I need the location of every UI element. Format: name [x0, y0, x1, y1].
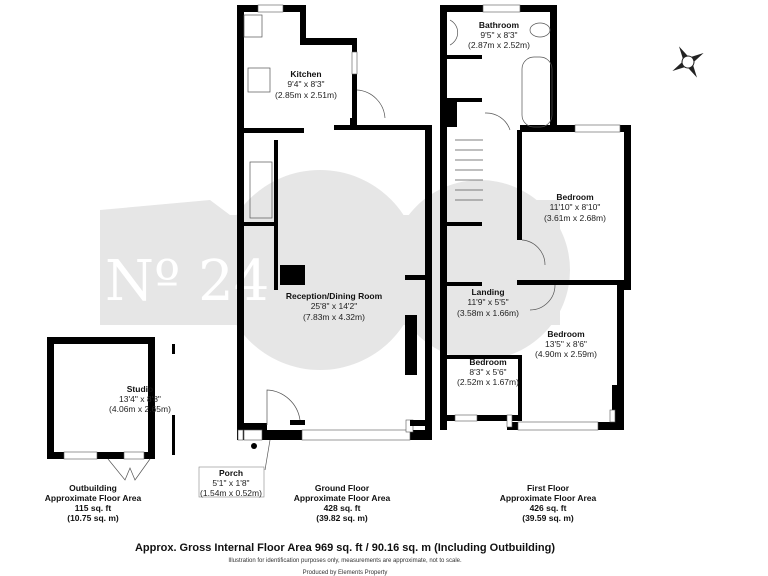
ground-area-sqft: 428 sq. ft [324, 503, 361, 513]
outbuilding-plan [47, 337, 175, 481]
first-area-sqft: 426 sq. ft [530, 503, 567, 513]
bedroom-2-metric: (2.52m x 1.67m) [457, 377, 519, 387]
watermark: Nº 24 [100, 170, 570, 370]
bedroom-1-imperial: 11'10" x 8'10" [550, 202, 601, 212]
compass-rose-icon [672, 46, 704, 78]
porch-imperial: 5'1" x 1'8" [212, 478, 249, 488]
reception-label: Reception/Dining Room [286, 291, 383, 301]
bedroom-3-imperial: 13'5" x 8'6" [545, 339, 587, 349]
ground-area-label: Approximate Floor Area [294, 493, 391, 503]
first-area-title: First Floor [527, 483, 570, 493]
studio-label: Studio [127, 384, 153, 394]
outbuilding-area-sqft: 115 sq. ft [75, 503, 112, 513]
landing-label: Landing [471, 287, 504, 297]
bedroom-1-label: Bedroom [556, 192, 594, 202]
bathroom-imperial: 9'5" x 8'3" [480, 30, 517, 40]
bedroom-2-label: Bedroom [469, 357, 507, 367]
landing-metric: (3.58m x 1.66m) [457, 308, 519, 318]
gross-area: Approx. Gross Internal Floor Area 969 sq… [135, 542, 555, 554]
ground-area-sqm: (39.82 sq. m) [316, 513, 368, 523]
kitchen-label: Kitchen [290, 69, 321, 79]
bedroom-3-label: Bedroom [547, 329, 585, 339]
bedroom-1-metric: (3.61m x 2.68m) [544, 213, 606, 223]
outbuilding-area-label: Approximate Floor Area [45, 493, 142, 503]
bedroom-3-metric: (4.90m x 2.59m) [535, 349, 597, 359]
studio-metric: (4.06m x 2.65m) [109, 404, 171, 414]
bathroom-label: Bathroom [479, 20, 520, 30]
ground-floor-plan [237, 4, 432, 471]
disclaimer: Illustration for identification purposes… [228, 558, 462, 564]
ground-area-title: Ground Floor [315, 483, 370, 493]
studio-imperial: 13'4" x 8'8" [119, 394, 161, 404]
reception-imperial: 25'8" x 14'2" [311, 301, 358, 311]
producer-credit: Produced by Elements Property [303, 570, 388, 576]
kitchen-imperial: 9'4" x 8'3" [287, 79, 324, 89]
bedroom-2-imperial: 8'3" x 5'6" [469, 367, 506, 377]
watermark-text: Nº 24 [105, 249, 269, 314]
kitchen-metric: (2.85m x 2.51m) [275, 90, 337, 100]
outbuilding-area-sqm: (10.75 sq. m) [67, 513, 119, 523]
landing-imperial: 11'9" x 5'5" [467, 297, 508, 307]
outbuilding-area-title: Outbuilding [69, 483, 117, 493]
bathroom-metric: (2.87m x 2.52m) [468, 40, 530, 50]
porch-label: Porch [219, 468, 243, 478]
reception-metric: (7.83m x 4.32m) [303, 312, 365, 322]
first-floor-plan [440, 4, 631, 431]
first-area-label: Approximate Floor Area [500, 493, 597, 503]
porch-label-box [198, 466, 265, 498]
first-area-sqm: (39.59 sq. m) [522, 513, 574, 523]
porch-metric: (1.54m x 0.52m) [200, 488, 262, 498]
